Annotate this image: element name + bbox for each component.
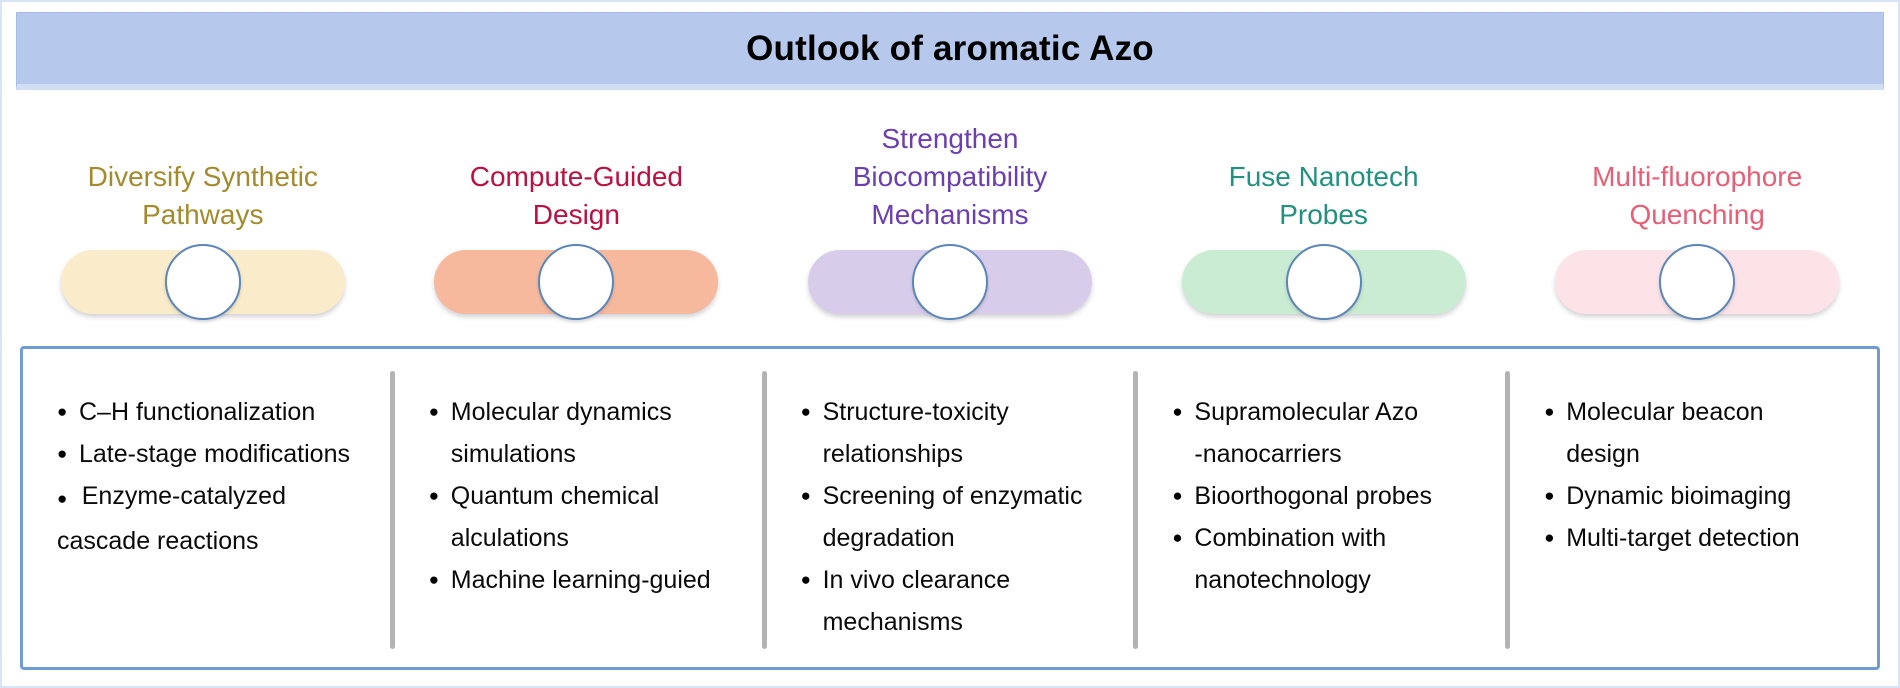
column-head-compute-guided-design: Compute-Guided Design (390, 90, 764, 320)
column-title: Diversify Synthetic Pathways (87, 161, 318, 230)
list-item: ● Quantum chemical alculations (429, 475, 754, 559)
list-item-text: Bioorthogonal probes (1194, 482, 1433, 510)
list-item-text: Combination with nanotechnology (1194, 524, 1387, 594)
list-item-text: C–H functionalization (79, 398, 316, 426)
column-head-strengthen-biocompatibility: Strengthen Biocompatibility Mechanisms (763, 90, 1137, 320)
list-item: ● Structure-toxicity relationships (801, 391, 1126, 475)
list-item: ● Late-stage modifications (57, 433, 382, 475)
divider (761, 371, 767, 649)
bullet-icon: ● (57, 402, 68, 421)
divider (389, 371, 395, 649)
divider (1133, 371, 1139, 649)
list-item-text: Late-stage modifications (79, 440, 350, 468)
bullet-icon: ● (800, 486, 811, 505)
list-item: ● Molecular dynamics simulations (429, 391, 754, 475)
columns-header-row: Diversify Synthetic Pathways Compute-Gui… (16, 90, 1884, 320)
bullet-icon: ● (428, 402, 440, 421)
bullet-icon: ● (57, 444, 68, 463)
title-banner: Outlook of aromatic Azo (16, 12, 1884, 90)
list-column-compute-guided-design: ● Molecular dynamics simulations ● Quant… (395, 349, 762, 667)
bullet-icon: ● (800, 570, 811, 589)
list-item: ● Dynamic bioimaging (1544, 475, 1869, 517)
list-item-text: Molecular dynamics simulations (450, 398, 672, 468)
pill-circle-icon (1659, 244, 1736, 320)
bullet-icon: ● (57, 489, 68, 508)
list-item: ● Enzyme-catalyzed cascade reactions (57, 475, 382, 562)
column-head-fuse-nanotech-probes: Fuse Nanotech Probes (1137, 90, 1511, 320)
bullet-icon: ● (1544, 528, 1555, 547)
bullet-icon: ● (428, 486, 440, 505)
bullet-icon: ● (1172, 486, 1183, 505)
list-item: ● Bioorthogonal probes (1172, 475, 1497, 517)
list-item: ● Machine learning-guied (429, 559, 754, 601)
list-item: ● Supramolecular Azo -nanocarriers (1172, 391, 1497, 475)
column-title: Fuse Nanotech Probes (1228, 161, 1419, 230)
list-column-multi-fluorophore-quenching: ● Molecular beacon design ● Dynamic bioi… (1510, 349, 1877, 667)
pill-shape (807, 244, 1092, 320)
bullet-icon: ● (1544, 402, 1555, 421)
bullet-icon: ● (1172, 402, 1183, 421)
pill-circle-icon (1285, 244, 1362, 320)
list-item: ● Molecular beacon design (1544, 391, 1869, 475)
pill-shape (434, 244, 719, 320)
page-title: Outlook of aromatic Azo (746, 28, 1154, 68)
list-column-diversify-synthetic-pathways: ● C–H functionalization ● Late-stage mod… (23, 349, 390, 667)
column-head-diversify-synthetic-pathways: Diversify Synthetic Pathways (16, 90, 390, 320)
column-title: Strengthen Biocompatibility Mechanisms (852, 123, 1048, 230)
list-item-text: Structure-toxicity relationships (822, 398, 1009, 468)
list-item: ● In vivo clearance mechanisms (801, 559, 1126, 643)
list-item-text: Screening of enzymatic degradation (822, 482, 1083, 552)
list-column-strengthen-biocompatibility: ● Structure-toxicity relationships ● Scr… (767, 349, 1134, 667)
list-item: ● C–H functionalization (57, 391, 382, 433)
list-column-fuse-nanotech-probes: ● Supramolecular Azo -nanocarriers ● Bio… (1138, 349, 1505, 667)
column-title: Multi-fluorophore Quenching (1592, 161, 1803, 230)
pill-shape (1181, 244, 1466, 320)
list-item-text: Molecular beacon design (1566, 398, 1764, 468)
column-title: Compute-Guided Design (469, 161, 683, 230)
pill-shape (1555, 244, 1840, 320)
content-panel: ● C–H functionalization ● Late-stage mod… (20, 346, 1880, 670)
list-item: ● Screening of enzymatic degradation (801, 475, 1126, 559)
bullet-icon: ● (1544, 486, 1555, 505)
list-item-text: Multi-target detection (1566, 524, 1800, 552)
divider (1505, 371, 1511, 649)
list-item-text: Supramolecular Azo -nanocarriers (1194, 398, 1419, 468)
list-item: ● Combination with nanotechnology (1172, 517, 1497, 601)
bullet-icon: ● (1172, 528, 1183, 547)
list-item-text: Enzyme-catalyzed cascade reactions (57, 482, 286, 555)
list-item-text: Quantum chemical alculations (450, 482, 660, 552)
pill-circle-icon (538, 244, 615, 320)
bullet-icon: ● (428, 570, 440, 589)
list-item-text: Dynamic bioimaging (1566, 482, 1792, 510)
pill-circle-icon (911, 244, 988, 320)
bullet-icon: ● (800, 402, 811, 421)
list-item-text: In vivo clearance mechanisms (822, 566, 1011, 636)
column-head-multi-fluorophore-quenching: Multi-fluorophore Quenching (1510, 90, 1884, 320)
list-item-text: Machine learning-guied (450, 566, 711, 594)
pill-shape (60, 244, 345, 320)
pill-circle-icon (164, 244, 241, 320)
list-item: ● Multi-target detection (1544, 517, 1869, 559)
